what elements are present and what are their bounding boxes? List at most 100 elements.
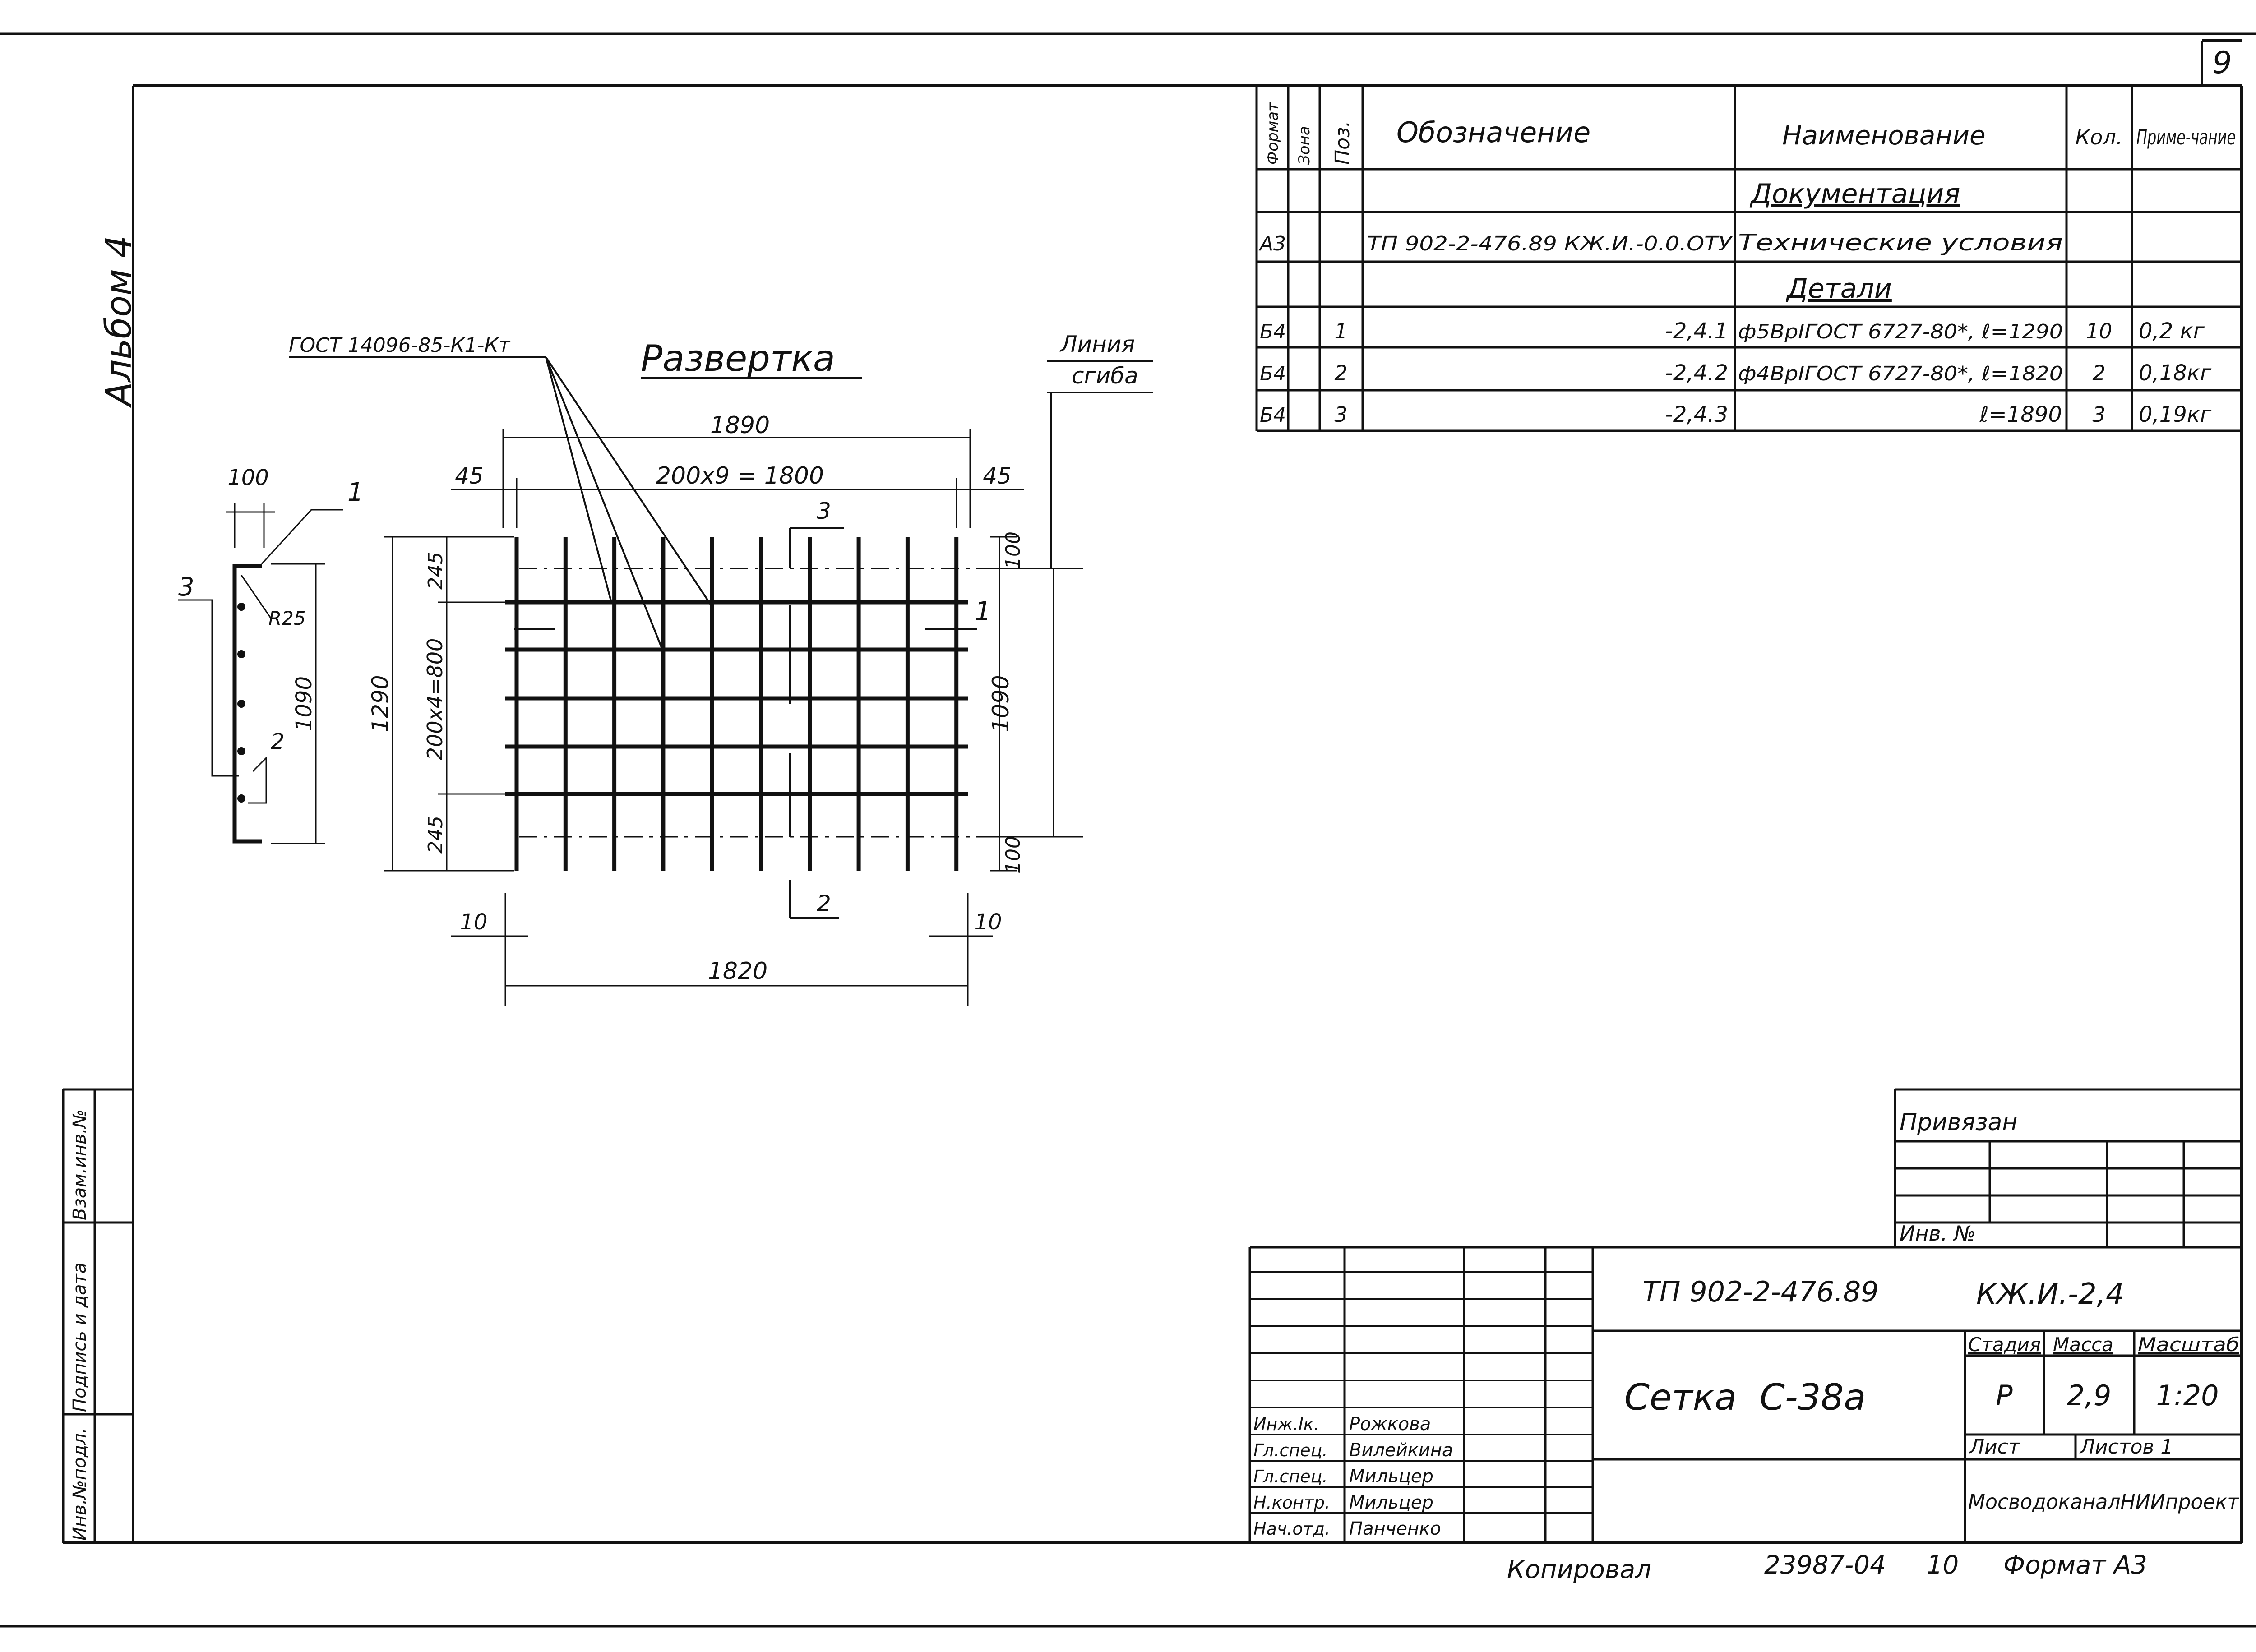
section-marks xyxy=(514,527,977,919)
title-block-grid xyxy=(1248,1246,2242,1543)
dims-top xyxy=(451,429,1024,528)
binding-label: Привязан xyxy=(1900,1109,2017,1136)
dims-right xyxy=(990,536,1083,872)
spec-table-grid xyxy=(1255,86,2242,432)
row1-designation: -2,4.1 xyxy=(1665,318,1728,344)
staff-3-role: Н.контр. xyxy=(1253,1493,1330,1513)
scale-label: Масштаб xyxy=(2138,1334,2239,1356)
mass-label: Масса xyxy=(2053,1334,2113,1356)
stage-label: Стадия xyxy=(1968,1334,2041,1356)
page-frame xyxy=(63,39,2243,1544)
section-dots xyxy=(237,603,245,803)
dim-bend-height: 1090 xyxy=(988,675,1014,732)
album-label: Альбом 4 xyxy=(99,235,139,408)
bar-section-dot xyxy=(237,603,245,611)
sheet-number: 10 xyxy=(1927,1550,1959,1580)
mesh-pos2-label: 2 xyxy=(817,891,831,917)
dim-bend-top: 100 xyxy=(1002,531,1025,569)
dim-bottom-edge: 245 xyxy=(424,816,447,854)
copied-label: Копировал xyxy=(1507,1555,1651,1584)
row1-note: 0,2 кг xyxy=(2139,318,2205,344)
organization: МосводоканалНИИпроект xyxy=(1968,1490,2239,1514)
mesh-pos3-label: 3 xyxy=(817,498,831,524)
header-name: Наименование xyxy=(1782,120,1986,151)
bar-section-dot xyxy=(237,747,245,755)
dim-left-end: 10 xyxy=(460,909,487,935)
section-details: Детали xyxy=(1785,273,1892,305)
row3-designation: -2,4.3 xyxy=(1665,402,1728,427)
dim-height: 1290 xyxy=(367,675,393,732)
header-note: Приме-чание xyxy=(2136,125,2236,149)
row3-format: Б4 xyxy=(1260,404,1286,427)
dim-top-edge: 245 xyxy=(424,552,447,590)
header-format: Формат xyxy=(1264,102,1282,165)
dims-left xyxy=(384,536,514,872)
section-pos2: 2 xyxy=(271,729,285,754)
drawing-name: Сетка С-38а xyxy=(1624,1376,1866,1418)
bend-line-label-2: сгиба xyxy=(1072,363,1138,389)
header-qty: Кол. xyxy=(2076,125,2123,149)
dim-total-width: 1890 xyxy=(710,412,770,439)
gost-leaders xyxy=(545,356,712,652)
section-pos1: 1 xyxy=(347,478,364,507)
row3-name: ℓ=1890 xyxy=(1979,402,2062,427)
stage-value: Р xyxy=(1996,1379,2013,1412)
dim-bend-bottom: 100 xyxy=(1002,836,1025,874)
row1-qty: 10 xyxy=(2086,319,2113,343)
scale-value: 1:20 xyxy=(2156,1379,2219,1412)
binding-box xyxy=(1894,1088,2242,1247)
staff-3-name: Мильцер xyxy=(1349,1492,1433,1513)
stamp-signature-date: Подпись и дата xyxy=(69,1263,90,1412)
dim-section-width: 100 xyxy=(227,465,269,490)
dim-bar-length: 1820 xyxy=(708,958,767,985)
row0-designation: ТП 902-2-476.89 КЖ.И.-0.0.ОТУ xyxy=(1367,232,1734,255)
sheet-label: Лист xyxy=(1969,1435,2020,1458)
stamp-inv-orig: Инв.№подл. xyxy=(69,1427,90,1541)
side-section xyxy=(178,503,343,844)
row1-name: ф5ВрIГОСТ 6727-80*, ℓ=1290 xyxy=(1738,320,2063,343)
section-docs: Документация xyxy=(1749,178,1960,210)
mesh-grid xyxy=(505,537,968,871)
signature-scribbles xyxy=(1466,1416,1550,1532)
row2-designation: -2,4.2 xyxy=(1665,360,1728,386)
dims-bottom xyxy=(451,893,993,1006)
row3-pos: 3 xyxy=(1334,402,1347,427)
dim-spacing-x: 200х9 = 1800 xyxy=(656,462,824,489)
bar-section-dot xyxy=(237,700,245,708)
sheet-code: КЖ.И.-2,4 xyxy=(1976,1278,2124,1311)
row0-format: А3 xyxy=(1258,232,1286,255)
dim-spacing-y: 200х4=800 xyxy=(423,638,447,761)
bar-section-dot xyxy=(237,794,245,803)
sheets-label: Листов 1 xyxy=(2079,1435,2173,1458)
row0-name: Технические условия xyxy=(1738,230,2063,256)
row1-pos: 1 xyxy=(1334,319,1347,343)
drawing-title: Развертка xyxy=(641,337,835,379)
title-block-rows xyxy=(1250,1271,1593,1514)
order-number: 23987-04 xyxy=(1764,1550,1886,1580)
gost-label: ГОСТ 14096-85-К1-Кт xyxy=(289,334,511,357)
bend-line-label-1: Линия xyxy=(1059,331,1135,357)
header-designation: Обозначение xyxy=(1396,116,1590,149)
header-zone: Зона xyxy=(1295,126,1313,165)
row2-pos: 2 xyxy=(1334,361,1347,385)
stamp-replace-inv: Взам.инв.№ xyxy=(69,1109,90,1220)
staff-0-name: Рожкова xyxy=(1349,1414,1431,1435)
row3-note: 0,19кг xyxy=(2139,402,2212,427)
mass-value: 2,9 xyxy=(2067,1379,2112,1412)
format-label: Формат А3 xyxy=(2003,1550,2147,1580)
staff-2-name: Мильцер xyxy=(1349,1466,1433,1487)
copier-signature-scribble xyxy=(1678,1557,1728,1570)
staff-0-role: Инж.Iк. xyxy=(1253,1414,1319,1434)
dim-right-offset: 45 xyxy=(983,463,1012,489)
project-code: ТП 902-2-476.89 xyxy=(1642,1275,1879,1308)
row3-qty: 3 xyxy=(2092,402,2105,427)
vertical-bars xyxy=(514,537,959,871)
staff-4-role: Нач.отд. xyxy=(1253,1519,1330,1539)
row2-qty: 2 xyxy=(2092,361,2105,385)
row2-note: 0,18кг xyxy=(2139,360,2212,386)
row2-name: ф4ВрIГОСТ 6727-80*, ℓ=1820 xyxy=(1738,362,2063,385)
row1-format: Б4 xyxy=(1260,320,1286,343)
staff-1-name: Вилейкина xyxy=(1349,1440,1453,1461)
mesh-pos1-label: 1 xyxy=(975,596,991,627)
